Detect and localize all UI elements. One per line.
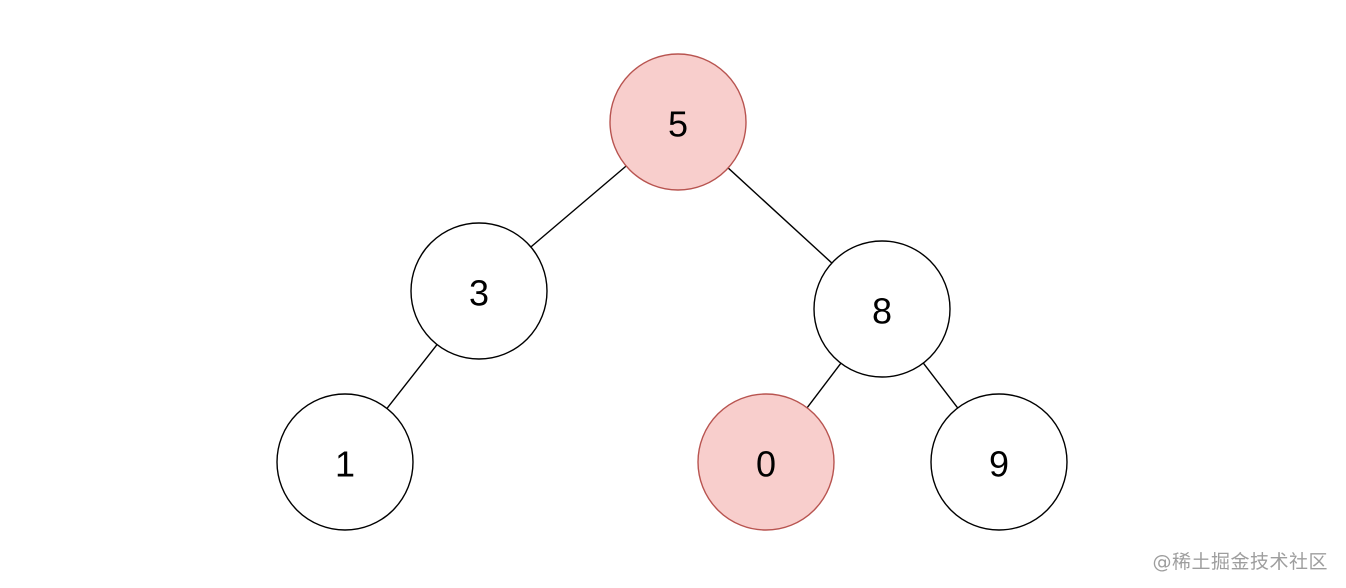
- tree-edge-n3-n1: [386, 344, 438, 409]
- tree-node-0: 0: [697, 393, 835, 531]
- tree-node-5: 5: [609, 53, 747, 191]
- node-label: 0: [756, 444, 776, 485]
- node-circle: [410, 222, 548, 360]
- tree-node-9: 9: [930, 393, 1068, 531]
- node-label: 1: [335, 444, 355, 485]
- watermark-text: @稀土掘金技术社区: [1152, 551, 1328, 573]
- highlighted-node-circle: [609, 53, 747, 191]
- tree-nodes: 5 3 8 1 0 9: [276, 53, 1068, 531]
- node-label: 3: [469, 273, 489, 314]
- node-circle: [930, 393, 1068, 531]
- highlighted-node-circle: [697, 393, 835, 531]
- node-label: 8: [872, 291, 892, 332]
- tree-node-3: 3: [410, 222, 548, 360]
- node-label: 5: [668, 104, 688, 145]
- node-circle: [276, 393, 414, 531]
- node-label: 9: [989, 444, 1009, 485]
- tree-edge-n5-n8: [727, 167, 833, 264]
- tree-edge-n5-n3: [530, 165, 627, 248]
- tree-node-8: 8: [813, 240, 951, 378]
- tree-edges: [386, 165, 959, 409]
- tree-edge-n8-n9: [922, 362, 959, 409]
- tree-node-1: 1: [276, 393, 414, 531]
- tree-edge-n8-n0: [806, 362, 842, 409]
- node-circle: [813, 240, 951, 378]
